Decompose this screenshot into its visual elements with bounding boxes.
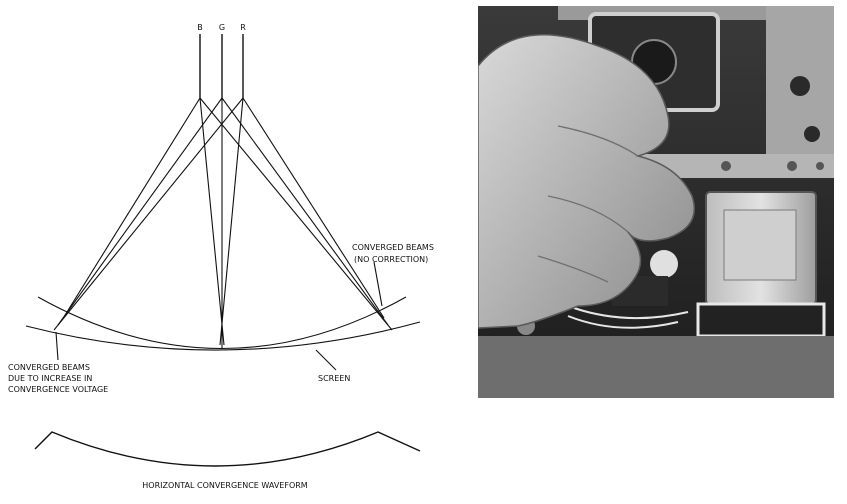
chassis-hole [790, 76, 810, 96]
beam-g-right [221, 97, 389, 326]
converged-beams-no-correction-curve [37, 296, 407, 349]
beam-b-right [199, 97, 393, 331]
callout-increase-line2: DUE TO INCREASE IN [8, 374, 92, 383]
callout-increase-line3: CONVERGENCE VOLTAGE [8, 385, 108, 394]
beam-r-right [242, 97, 385, 319]
chassis-floor [478, 336, 834, 398]
gun-label-g: G [219, 23, 225, 32]
capacitor [650, 250, 678, 278]
hand [478, 34, 695, 329]
callout-leader-right [373, 261, 383, 307]
callout-leader-screen [315, 349, 337, 371]
gun-label-r: R [240, 23, 246, 32]
horizontal-convergence-waveform [34, 431, 421, 467]
waveform-caption: HORIZONTAL CONVERGENCE WAVEFORM [142, 481, 308, 490]
screw [721, 161, 731, 171]
callout-increase-line1: CONVERGED BEAMS [8, 363, 90, 372]
beam-r-left [53, 97, 244, 331]
transformer-label [723, 209, 797, 281]
callout-leader-left [55, 331, 59, 361]
finger-crease [537, 125, 639, 283]
callout-no-correction-line1: CONVERGED BEAMS [352, 243, 434, 252]
beam-b-center [199, 97, 225, 346]
screen-label: SCREEN [318, 374, 350, 383]
convergence-diagram: B G R CONVERGED BEAMS (NO CORRECTION) CO… [8, 23, 434, 490]
chassis-photo [478, 6, 834, 398]
beam-r-center [219, 97, 244, 346]
screw [816, 162, 824, 170]
screen-curve [25, 321, 421, 351]
beam-g-left [57, 97, 223, 326]
chassis-hole [804, 126, 820, 142]
screw [787, 161, 797, 171]
beam-b-left [61, 97, 201, 321]
gun-label-b: B [197, 23, 203, 32]
callout-no-correction-line2: (NO CORRECTION) [354, 255, 428, 264]
